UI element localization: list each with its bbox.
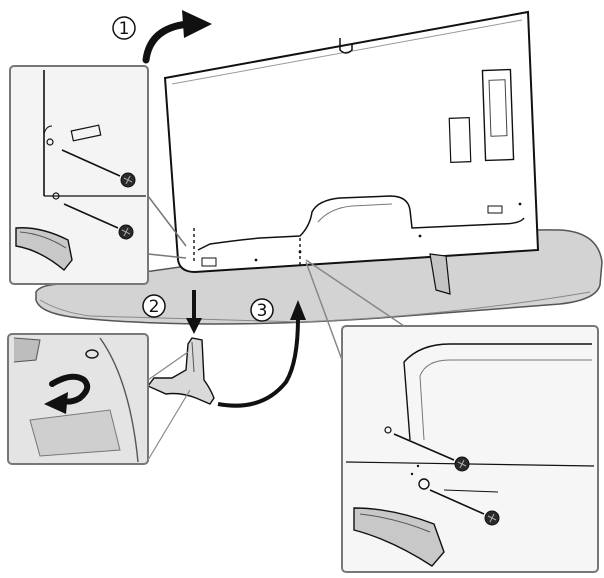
inset-connector-left: [147, 195, 187, 259]
inset-bottom-right: [341, 325, 599, 573]
step-2-number: 2: [149, 297, 160, 317]
inset-bottom-left: [7, 333, 149, 465]
stand-neck-piece: [146, 337, 215, 405]
inset-connector-bottom-left: [147, 351, 191, 461]
inset-top-left: [9, 65, 149, 285]
screw-icon: [484, 510, 500, 526]
screw-icon: [120, 172, 136, 188]
step-1-marker: 1: [112, 16, 136, 40]
curved-arrow-icon: [142, 10, 212, 64]
inset-connector-right: [305, 259, 405, 361]
step-3-number: 3: [257, 301, 268, 321]
step-3-marker: 3: [250, 298, 274, 322]
screw-icon: [454, 456, 470, 472]
stand-foot-right: [429, 253, 451, 295]
step-1-number: 1: [119, 19, 130, 39]
tv-back-panel: [163, 10, 540, 274]
rotate-arrow-icon: [217, 300, 306, 408]
down-arrow-icon: [186, 290, 202, 334]
screw-icon: [118, 224, 134, 240]
step-2-marker: 2: [142, 294, 166, 318]
